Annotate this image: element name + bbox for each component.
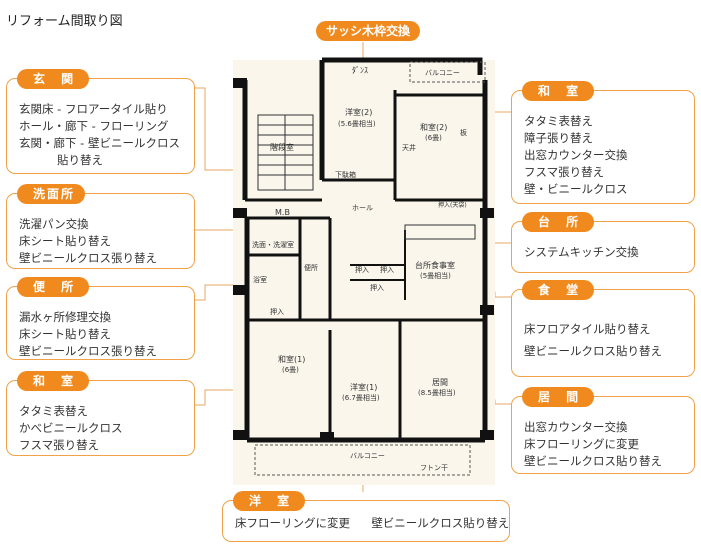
label-mb: M.B	[275, 208, 290, 217]
label-oshiire-3: 押入	[370, 283, 384, 292]
label-tenjo: 天井	[402, 143, 416, 152]
label-washitsu2: 和室(2)	[420, 122, 447, 132]
callout-genkan-item: 玄関床 - フロアータイル貼り	[19, 102, 168, 116]
page-title: リフォーム間取り図	[6, 14, 123, 29]
callout-genkan-title: 玄 関	[17, 69, 90, 89]
label-ima: 居間	[432, 378, 448, 387]
label-yoshitsu2: 洋室(2)	[345, 107, 372, 117]
callout-benjo-item: 漏水ヶ所修理交換	[19, 310, 111, 324]
callout-yoshitsu-item: 床フローリングに変更 壁ビニールクロス貼り替え	[235, 515, 509, 532]
balcony-top	[409, 61, 486, 83]
callout-ima: 居 間 出窓カウンター交換 床フローリングに変更 壁ビニールクロス貼り替え	[511, 387, 695, 474]
sash-frame-label: サッシ木枠交換	[316, 21, 421, 41]
balcony-bottom	[254, 444, 471, 476]
callout-shokudo-item: 床フロアタイル貼り替え	[524, 322, 651, 336]
callout-ima-item: 壁ビニールクロス貼り替え	[524, 454, 662, 468]
callout-shokudo-title: 食 堂	[522, 280, 595, 300]
label-yoshitsu1: 洋室(1)	[350, 382, 377, 392]
callout-daidokoro: 台 所 システムキッチン交換	[511, 212, 695, 273]
callout-daidokoro-title: 台 所	[522, 212, 595, 232]
callout-genkan-item: 玄関・廊下 - 壁ビニールクロス	[19, 136, 180, 150]
callout-washitsu-left-item: フスマ張り替え	[19, 438, 100, 452]
label-ita: 板	[460, 128, 467, 137]
label-washitsu1-size: (6畳)	[282, 366, 299, 374]
callout-ima-item: 出窓カウンター交換	[524, 420, 628, 434]
callout-ima-title: 居 間	[522, 387, 595, 407]
callout-washitsu-right: 和 室 タタミ表替え 障子張り替え 出窓カウンター交換 フスマ張り替え 壁・ビニ…	[511, 81, 695, 204]
callout-washitsu-right-item: 壁・ビニールクロス	[524, 182, 628, 196]
callout-genkan-item: 貼り替え	[57, 153, 103, 167]
label-kaidan: 階段室	[270, 142, 294, 152]
label-ima-size: (8.5畳相当)	[418, 388, 456, 397]
label-yoshitsu2-size: (5.6畳相当)	[338, 119, 376, 128]
callout-yoshitsu: 洋 室 床フローリングに変更 壁ビニールクロス貼り替え	[222, 491, 510, 542]
label-balcony-bottom: バルコニー	[350, 452, 385, 460]
label-yokushitsu: 浴室	[253, 275, 267, 284]
callout-senmenjo-item: 壁ビニールクロス張り替え	[19, 251, 157, 265]
walls	[242, 57, 488, 443]
callout-genkan: 玄 関 玄関床 - フロアータイル貼り ホール・廊下 - フローリング 玄関・廊…	[6, 69, 195, 174]
label-dansu: ﾀﾞﾝｽ	[352, 66, 368, 75]
callout-benjo-item: 床シート貼り替え	[19, 327, 111, 341]
callout-benjo-item: 壁ビニールクロス張り替え	[19, 344, 157, 358]
callout-washitsu-right-title: 和 室	[522, 81, 595, 101]
callout-washitsu-left-item: タタミ表替え	[19, 404, 88, 418]
callout-washitsu-right-item: 出窓カウンター交換	[524, 148, 628, 162]
label-senmen: 洗面・洗濯室	[252, 240, 294, 249]
label-washitsu1: 和室(1)	[278, 354, 305, 364]
callout-senmenjo: 洗面所 洗濯パン交換 床シート貼り替え 壁ビニールクロス張り替え	[6, 184, 195, 269]
label-yoshitsu1-size: (6.7畳相当)	[342, 393, 380, 402]
callout-washitsu-right-item: タタミ表替え	[524, 114, 593, 128]
label-futon: フトン干	[420, 464, 448, 472]
label-benjo: 便所	[304, 263, 318, 272]
label-kitchen: 台所食事室	[415, 260, 455, 270]
label-balcony-top: バルコニー	[425, 69, 460, 77]
callout-senmenjo-item: 洗濯パン交換	[19, 217, 89, 231]
callout-senmenjo-item: 床シート貼り替え	[19, 234, 111, 248]
callout-washitsu-left: 和 室 タタミ表替え かべビニールクロス フスマ張り替え	[6, 371, 195, 456]
callout-benjo: 便 所 漏水ヶ所修理交換 床シート貼り替え 壁ビニールクロス張り替え	[6, 277, 195, 360]
label-hall: ホール	[352, 204, 373, 212]
callout-washitsu-left-title: 和 室	[17, 371, 90, 391]
callout-daidokoro-item: システムキッチン交換	[524, 245, 639, 259]
callout-washitsu-right-item: 障子張り替え	[524, 131, 593, 145]
callout-yoshitsu-title: 洋 室	[233, 491, 306, 511]
callout-shokudo-item: 壁ビニールクロス貼り替え	[524, 344, 662, 358]
kitchen-counter	[404, 224, 476, 240]
label-oshiire-ten: 押入(天袋)	[438, 201, 467, 209]
label-gekabako: 下駄箱	[335, 170, 356, 179]
label-washitsu2-size: (6畳)	[425, 134, 442, 142]
label-oshiire-4: 押入	[270, 307, 284, 316]
callout-benjo-title: 便 所	[17, 277, 90, 297]
callout-washitsu-right-item: フスマ張り替え	[524, 165, 605, 179]
callout-senmenjo-title: 洗面所	[17, 184, 86, 204]
callout-genkan-item: ホール・廊下 - フローリング	[19, 119, 169, 133]
callout-ima-item: 床フローリングに変更	[524, 437, 639, 451]
label-oshiire-1: 押入	[355, 265, 369, 274]
callout-yoshitsu-item-floor: 床フローリングに変更	[235, 516, 350, 530]
label-oshiire-2: 押入	[380, 265, 394, 274]
wall-blocks	[233, 78, 494, 442]
callout-washitsu-left-item: かべビニールクロス	[19, 421, 123, 435]
callout-yoshitsu-item-wall: 壁ビニールクロス貼り替え	[371, 516, 510, 530]
label-kitchen-size: (5畳相当)	[420, 271, 451, 280]
callout-shokudo: 食 堂 床フロアタイル貼り替え 壁ビニールクロス貼り替え	[511, 280, 695, 377]
staircase	[257, 114, 314, 191]
